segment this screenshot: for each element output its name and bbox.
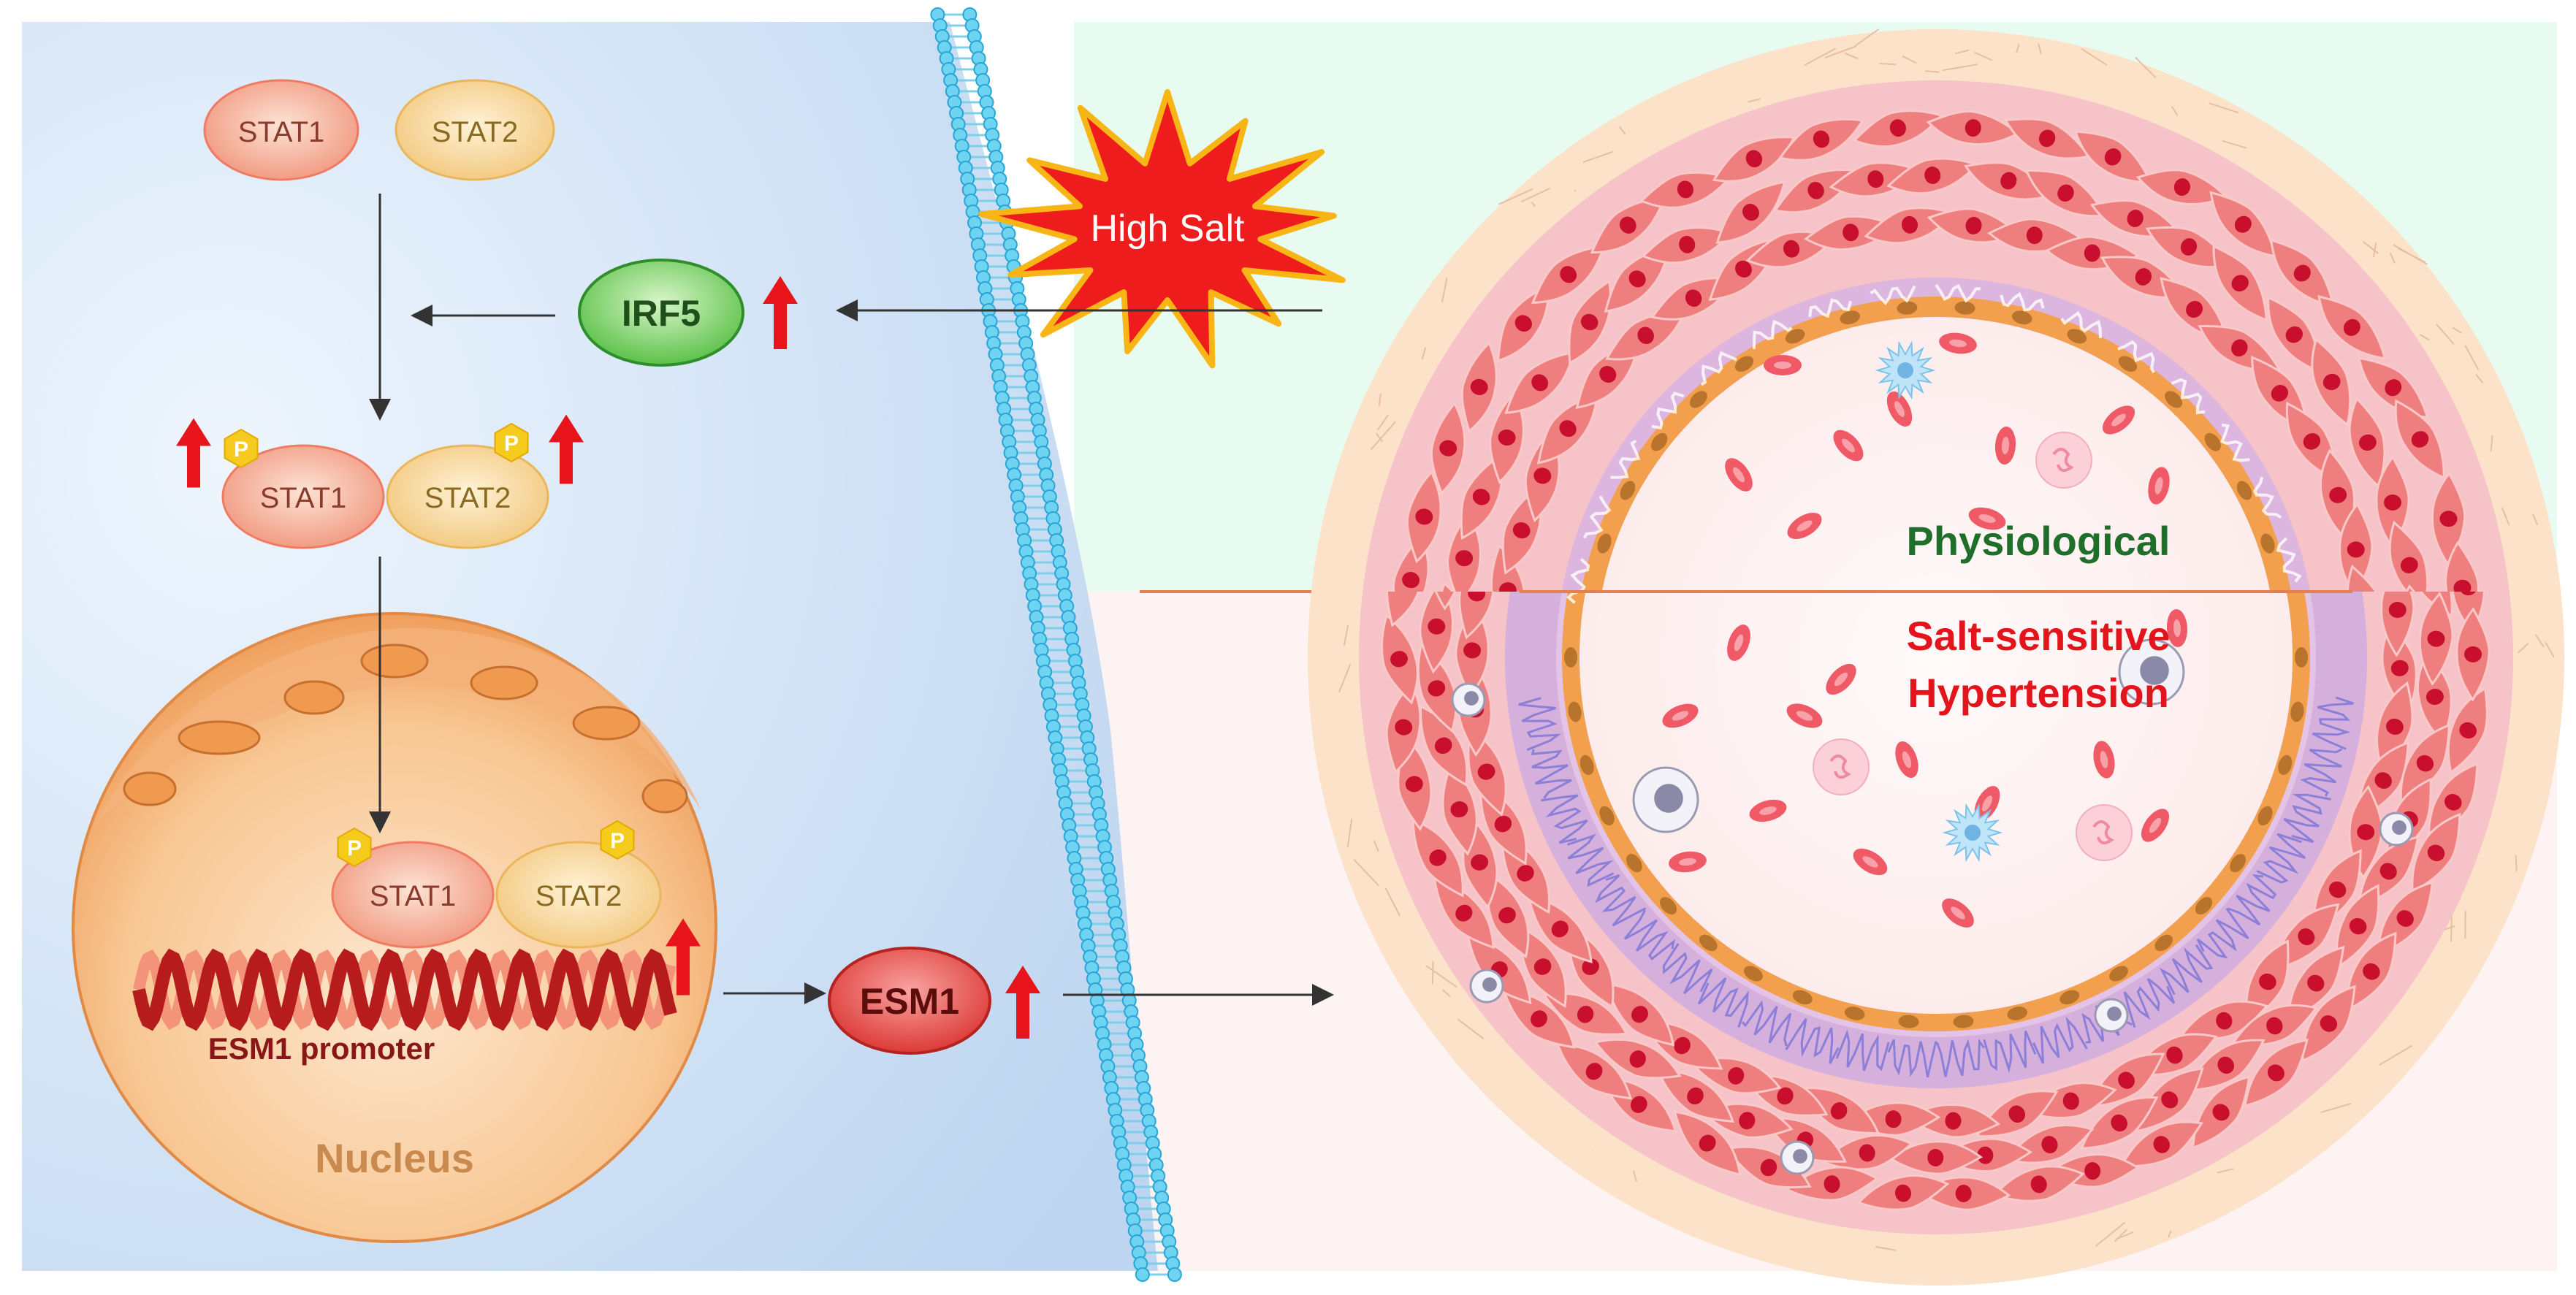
phospho-label: P — [504, 432, 519, 456]
phospho-label: P — [234, 438, 248, 462]
stat1-nuclear-label: STAT1 — [370, 880, 457, 912]
phospho-label: P — [610, 829, 625, 853]
neutrophil-cell — [1813, 739, 1869, 795]
smc-nucleus — [2384, 494, 2401, 511]
nuclear-pore — [643, 780, 687, 812]
smc-nucleus — [2464, 646, 2482, 662]
neutrophil-cell — [2076, 805, 2132, 860]
stat1-dimer-label: STAT1 — [260, 482, 347, 514]
rbc-center — [1774, 362, 1791, 369]
neutrophil-cell — [2036, 432, 2092, 488]
stat2-dimer-label: STAT2 — [424, 482, 511, 514]
adventitia-fiber — [1574, 190, 1576, 191]
immune-cell-nucleus — [1464, 691, 1479, 706]
salt-sensitive-label: Salt-sensitive — [1906, 613, 2170, 659]
phospho-label: P — [347, 836, 362, 860]
membrane-head — [1168, 1268, 1181, 1281]
stat2-nuclear-label: STAT2 — [536, 880, 622, 912]
irf5-label: IRF5 — [622, 293, 701, 334]
immune-cell-nucleus — [1793, 1149, 1807, 1164]
nucleus-label: Nucleus — [315, 1135, 474, 1181]
immune-cell-nucleus — [1482, 977, 1497, 992]
nuclear-pore — [285, 681, 343, 714]
red-blood-cell — [1764, 355, 1802, 375]
esm1-promoter-label: ESM1 promoter — [208, 1031, 435, 1066]
esm1-protein: ESM1 — [829, 948, 990, 1053]
nuclear-pore — [573, 707, 639, 739]
stat2-monomer: STAT2 — [396, 80, 554, 180]
nuclear-pore — [179, 722, 259, 754]
stat1-label: STAT1 — [238, 116, 325, 148]
immune-cell-nucleus — [2107, 1006, 2122, 1021]
physiological-label: Physiological — [1907, 518, 2171, 564]
immune-cell-nucleus — [2392, 820, 2407, 835]
membrane-head — [1136, 1268, 1149, 1281]
nuclear-pore — [124, 773, 175, 805]
nuclear-pore — [362, 645, 427, 677]
platelet-core — [1897, 362, 1913, 378]
esm1-label: ESM1 — [860, 981, 959, 1022]
endothelial-nucleus — [2295, 647, 2308, 668]
endothelial-nucleus — [1564, 647, 1577, 668]
adventitia-fiber — [2516, 855, 2517, 871]
irf5-protein: IRF5 — [579, 260, 743, 365]
stat1-monomer: STAT1 — [205, 80, 358, 180]
platelet-core — [1965, 825, 1981, 841]
immune-cell-nucleus — [1654, 784, 1683, 813]
hypertension-label: Hypertension — [1908, 670, 2169, 716]
nuclear-pore — [471, 667, 537, 699]
stat2-label: STAT2 — [432, 116, 519, 148]
high-salt-label: High Salt — [1091, 207, 1246, 250]
